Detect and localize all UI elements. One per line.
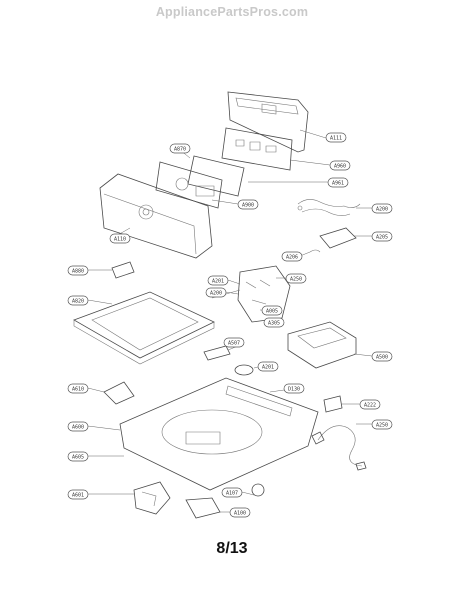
svg-text:A610: A610 xyxy=(72,387,84,393)
callout-A005: A005 xyxy=(261,305,283,316)
callout-A870: A870 xyxy=(169,143,191,154)
callout-A610: A610 xyxy=(67,383,89,394)
filter-board xyxy=(309,227,357,253)
callout-A600: A600 xyxy=(67,421,89,432)
callout-A960: A960 xyxy=(329,160,351,171)
cap xyxy=(234,364,254,376)
callout-A500: A500 xyxy=(371,351,393,362)
callout-A110: A110 xyxy=(109,233,131,244)
svg-text:A222: A222 xyxy=(364,403,376,409)
callout-A205: A205 xyxy=(371,231,393,242)
display-pcb xyxy=(187,155,245,197)
control-panel-rear-cover xyxy=(227,91,309,153)
sensor xyxy=(185,497,221,519)
callout-A206: A206 xyxy=(281,251,303,262)
control-knob-board xyxy=(155,161,223,209)
callout-A201-upper: A201 xyxy=(207,275,229,286)
svg-text:A961: A961 xyxy=(332,181,344,187)
top-cover-cabinet xyxy=(119,377,319,491)
svg-text:A605: A605 xyxy=(72,455,84,461)
hinge-bracket xyxy=(111,261,135,279)
svg-text:A206: A206 xyxy=(286,255,298,261)
callout-A222: A222 xyxy=(359,399,381,410)
callout-A305: A305 xyxy=(263,317,285,328)
tub-cover-ring xyxy=(103,381,135,405)
pump-housing xyxy=(133,481,171,515)
callout-A900: A900 xyxy=(237,199,259,210)
callout-A507: A507 xyxy=(223,337,245,348)
svg-text:A107: A107 xyxy=(226,491,238,497)
svg-text:A500: A500 xyxy=(376,355,388,361)
callout-A880: A880 xyxy=(67,265,89,276)
callout-A961: A961 xyxy=(327,177,349,188)
svg-text:D130: D130 xyxy=(288,387,300,393)
svg-text:A250: A250 xyxy=(290,277,302,283)
callout-A107: A107 xyxy=(221,487,243,498)
lid-switch-bracket xyxy=(203,345,231,361)
svg-text:A507: A507 xyxy=(228,341,240,347)
svg-text:A110: A110 xyxy=(114,237,126,243)
svg-text:A900: A900 xyxy=(242,203,254,209)
cord-clamp xyxy=(323,395,343,413)
svg-text:A880: A880 xyxy=(72,269,84,275)
page-number: 8/13 xyxy=(216,540,248,557)
control-panel-housing xyxy=(99,173,213,259)
callout-A250-lower: A250 xyxy=(371,419,393,430)
callout-A201-lower: A201 xyxy=(257,361,279,372)
callout-A601: A601 xyxy=(67,489,89,500)
callout-A111: A111 xyxy=(325,132,347,143)
callout-A200: A200 xyxy=(371,203,393,214)
leader-lines xyxy=(87,129,373,513)
svg-text:A870: A870 xyxy=(174,147,186,153)
svg-text:A600: A600 xyxy=(72,425,84,431)
svg-text:A305: A305 xyxy=(268,321,280,327)
svg-text:A250: A250 xyxy=(376,423,388,429)
svg-text:A200: A200 xyxy=(376,207,388,213)
svg-text:A201: A201 xyxy=(262,365,274,371)
dispenser-drawer xyxy=(287,321,357,369)
wire-harness xyxy=(297,199,361,216)
callout-A820: A820 xyxy=(67,295,89,306)
svg-text:A960: A960 xyxy=(334,164,346,170)
callout-A605: A605 xyxy=(67,451,89,462)
svg-text:A200: A200 xyxy=(210,291,222,297)
power-cord xyxy=(311,425,367,471)
svg-text:A100: A100 xyxy=(234,511,246,517)
callout-D130: D130 xyxy=(283,383,305,394)
lid-assembly xyxy=(73,291,215,365)
watermark: AppliancePartsPros.com xyxy=(155,5,309,19)
callout-A200-mid: A200 xyxy=(205,287,227,298)
svg-text:A201: A201 xyxy=(212,279,224,285)
main-pcb-assembly xyxy=(221,127,293,171)
callout-A250-upper: A250 xyxy=(285,273,307,284)
svg-text:A820: A820 xyxy=(72,299,84,305)
callout-A100: A100 xyxy=(229,507,251,518)
svg-text:A205: A205 xyxy=(376,235,388,241)
svg-text:A601: A601 xyxy=(72,493,84,499)
motor-ball xyxy=(251,483,265,497)
svg-text:A111: A111 xyxy=(330,136,342,142)
svg-text:A005: A005 xyxy=(266,309,278,315)
